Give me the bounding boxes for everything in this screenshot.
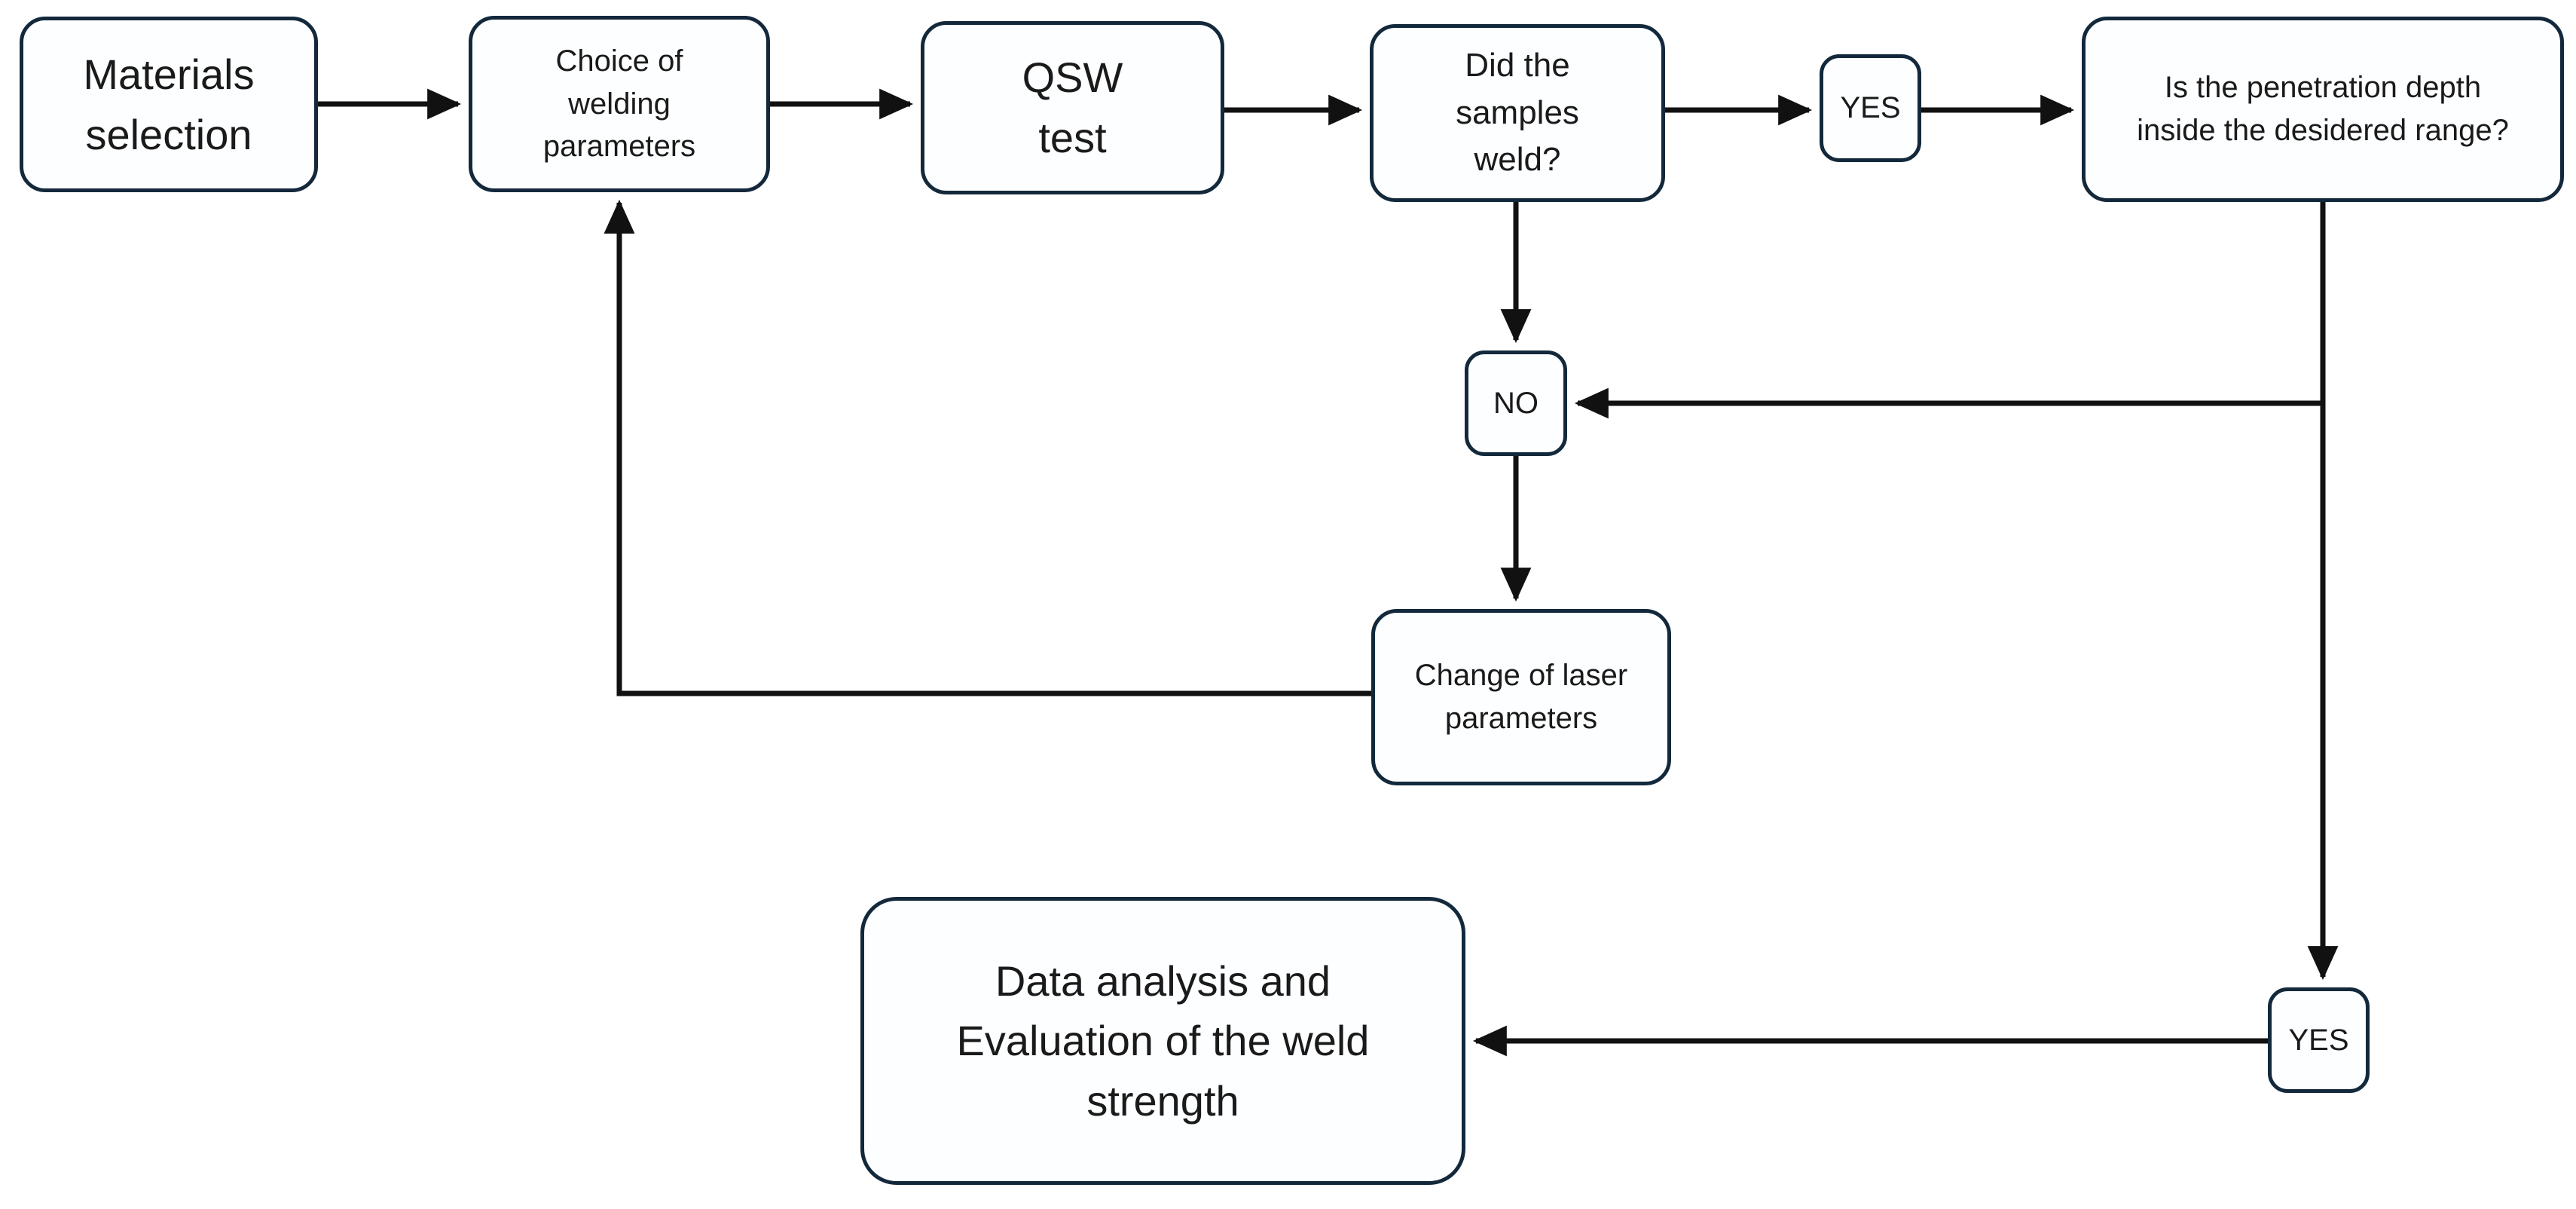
node-label: NO — [1493, 386, 1539, 420]
node-qsw-test[interactable]: QSW test — [921, 21, 1224, 194]
node-label: Materials selection — [83, 50, 255, 158]
node-no[interactable]: NO — [1465, 350, 1567, 456]
node-label: Choice of welding parameters — [542, 44, 696, 164]
node-label: Data analysis and Evaluation of the weld… — [956, 956, 1370, 1125]
node-change-of-laser-parameters[interactable]: Change of laser parameters — [1371, 609, 1671, 785]
node-penetration-depth-question[interactable]: Is the penetration depth inside the desi… — [2082, 17, 2564, 202]
node-label: YES — [2288, 1023, 2349, 1057]
node-yes-penetration[interactable]: YES — [2268, 987, 2370, 1093]
node-yes-weld[interactable]: YES — [1820, 54, 1921, 162]
node-choice-of-welding-parameters[interactable]: Choice of welding parameters — [469, 16, 770, 192]
edge-change-to-choice — [604, 199, 1371, 696]
node-label: Is the penetration depth inside the desi… — [2137, 71, 2509, 147]
node-label: Change of laser parameters — [1414, 659, 1628, 735]
node-label: Did the samples weld? — [1456, 47, 1579, 179]
edge-penetration-to-no — [1574, 202, 2326, 419]
node-label: YES — [1840, 91, 1901, 125]
node-data-analysis-and-evaluation[interactable]: Data analysis and Evaluation of the weld… — [860, 897, 1465, 1185]
node-label: QSW test — [1022, 54, 1123, 161]
node-did-the-samples-weld[interactable]: Did the samples weld? — [1370, 24, 1665, 202]
node-materials-selection[interactable]: Materials selection — [20, 17, 318, 192]
